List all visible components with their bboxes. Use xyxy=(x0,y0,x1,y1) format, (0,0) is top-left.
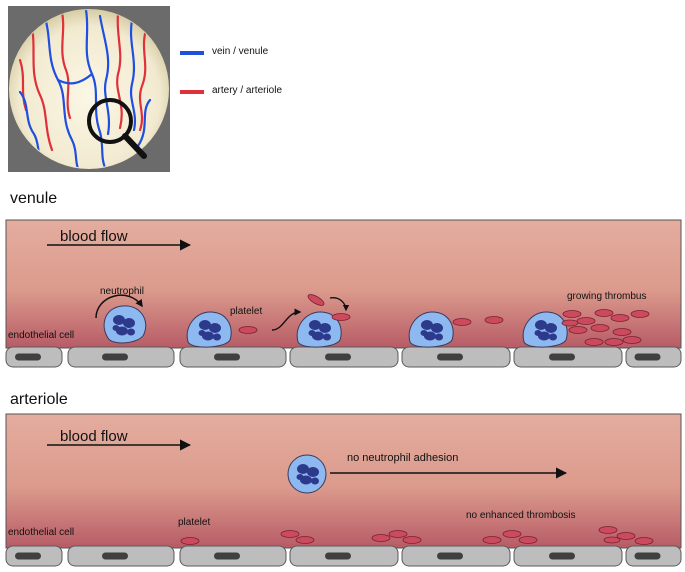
curved-arrow-icon xyxy=(329,297,350,312)
venule-neutrophil xyxy=(103,305,147,344)
vein-line xyxy=(84,10,108,168)
platelet xyxy=(604,338,624,346)
venule-platelets xyxy=(238,294,650,346)
platelet xyxy=(568,326,588,334)
vein-line xyxy=(56,72,94,85)
arteriole-endothelium xyxy=(5,545,682,567)
venule-neutrophil xyxy=(408,311,454,348)
curved-arrow-icon xyxy=(271,308,302,331)
platelet xyxy=(331,313,351,321)
platelet xyxy=(561,319,579,327)
venule-endothelial-label: endothelial cell xyxy=(8,330,75,341)
platelet xyxy=(482,536,502,544)
platelet xyxy=(484,316,504,324)
inset-field xyxy=(9,9,169,169)
endothelial-nucleus xyxy=(214,552,240,560)
platelet xyxy=(307,294,325,306)
adhesion-label: no neutrophil adhesion xyxy=(347,452,459,464)
platelet xyxy=(590,324,610,332)
arteriole-platelets xyxy=(180,526,654,545)
platelet xyxy=(634,537,654,545)
platelet xyxy=(562,310,582,318)
platelet xyxy=(598,526,618,534)
platelet xyxy=(402,536,422,544)
arteriole-vessel xyxy=(5,413,682,549)
arteriole-platelet-label: platelet xyxy=(178,517,211,528)
endothelial-nucleus xyxy=(437,353,463,361)
endothelial-nucleus xyxy=(214,353,240,361)
curved-arrow-icon xyxy=(95,294,143,319)
vein-line xyxy=(129,18,136,132)
artery-line xyxy=(28,18,54,152)
platelet xyxy=(630,310,650,318)
venule-flow-label: blood flow xyxy=(60,228,128,245)
artery-line xyxy=(60,10,72,120)
endothelial-nucleus xyxy=(102,353,128,361)
endothelial-nucleus xyxy=(634,353,661,361)
neutrophil-label: neutrophil xyxy=(100,286,144,297)
arteriole-title: arteriole xyxy=(10,391,68,408)
venule-platelet-label: platelet xyxy=(230,306,263,317)
artery-line xyxy=(138,28,148,132)
venule-neutrophil xyxy=(186,311,232,348)
arteriole-endothelial-label: endothelial cell xyxy=(8,527,75,538)
arteriole-neutrophil xyxy=(287,454,327,494)
platelet xyxy=(603,536,621,544)
endothelial-nucleus xyxy=(102,552,128,560)
platelet xyxy=(594,309,614,317)
legend-vein-label: vein / venule xyxy=(212,46,269,57)
venule-neutrophil xyxy=(296,311,342,348)
endothelial-nucleus xyxy=(15,353,41,361)
platelet xyxy=(576,317,596,325)
thrombus-label: growing thrombus xyxy=(567,291,647,302)
thrombosis-label: no enhanced thrombosis xyxy=(466,510,576,521)
vein-line xyxy=(98,14,110,136)
endothelial-nucleus xyxy=(634,552,661,560)
endothelial-nucleus xyxy=(549,552,575,560)
platelet xyxy=(610,314,630,322)
endothelial-nucleus xyxy=(549,353,575,361)
inset-microscope-view xyxy=(8,6,170,172)
vein-line xyxy=(42,12,82,168)
platelet xyxy=(616,532,636,540)
vein-line xyxy=(136,98,152,148)
platelet xyxy=(518,536,538,544)
legend-artery-label: artery / arteriole xyxy=(212,85,283,96)
platelet xyxy=(622,336,642,344)
endothelial-nucleus xyxy=(15,552,41,560)
platelet xyxy=(584,338,604,346)
platelet xyxy=(388,530,408,538)
platelet xyxy=(612,328,632,336)
platelet xyxy=(371,534,391,542)
platelet xyxy=(180,537,200,545)
platelet xyxy=(295,536,315,544)
endothelial-nucleus xyxy=(437,552,463,560)
venule-endothelium xyxy=(5,346,682,368)
platelet xyxy=(452,318,472,326)
artery-line xyxy=(116,12,123,130)
venule-title: venule xyxy=(10,190,58,207)
endothelial-nucleus xyxy=(325,552,351,560)
endothelial-nucleus xyxy=(325,353,351,361)
platelet xyxy=(502,530,522,538)
platelet xyxy=(238,326,258,334)
magnifier-icon xyxy=(87,98,147,159)
platelet xyxy=(280,530,300,538)
arteriole-flow-label: blood flow xyxy=(60,428,128,445)
